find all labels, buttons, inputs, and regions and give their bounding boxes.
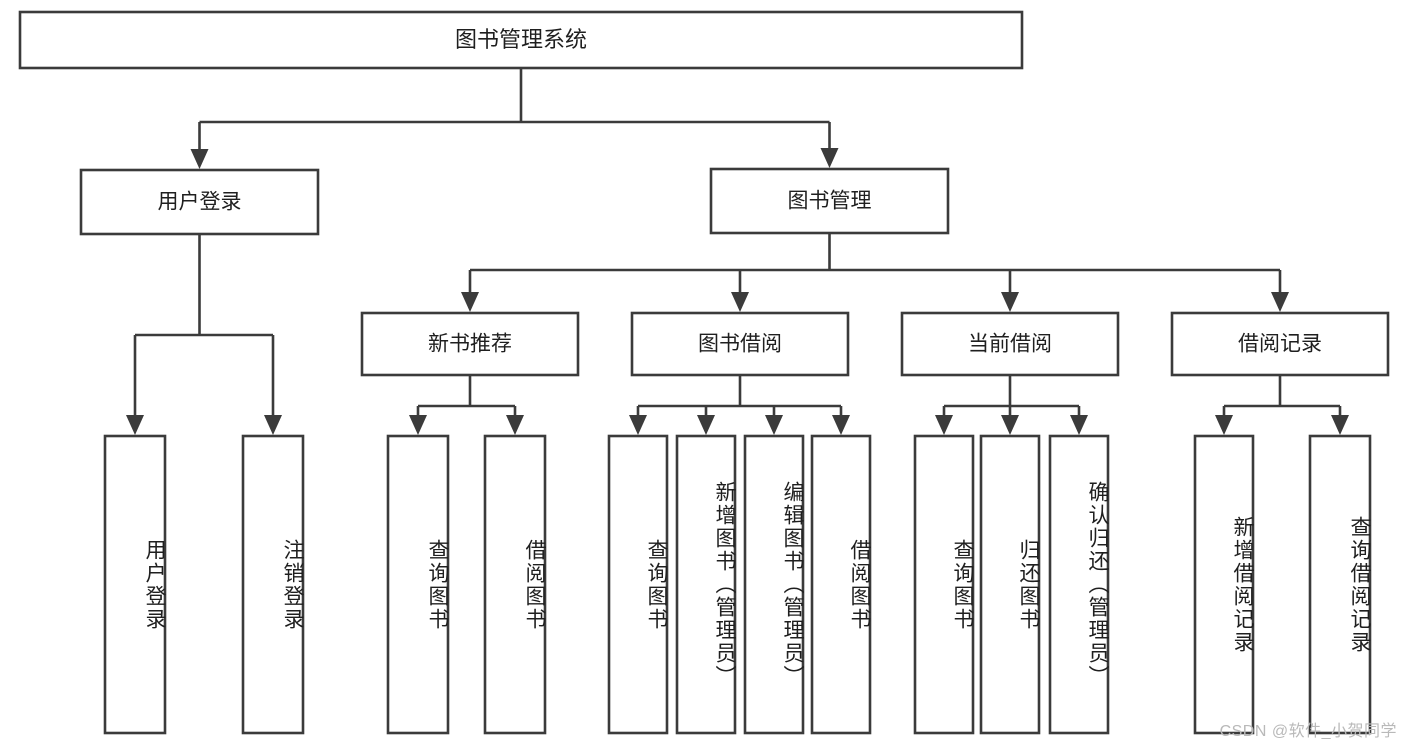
root-root-node[interactable]: 图书管理系统 (18, 10, 1024, 70)
arrow-head-icon (765, 415, 783, 435)
arrow-head-icon (820, 148, 839, 168)
level3-book-borrow-node[interactable]: 图书借阅 (630, 311, 850, 377)
leaf-leaf-query-book-2-box[interactable] (607, 434, 669, 735)
level3-current-borrow-label: 当前借阅 (968, 333, 1052, 356)
leaf-leaf-logout-box[interactable] (241, 434, 305, 735)
root-root-label: 图书管理系统 (455, 27, 587, 52)
arrow-head-icon (832, 415, 850, 435)
arrow-head-icon (461, 292, 479, 312)
arrow-head-icon (1070, 415, 1088, 435)
level2-book-manage-node[interactable]: 图书管理 (709, 167, 950, 235)
arrow-head-icon (697, 415, 715, 435)
arrow-head-icon (1331, 415, 1349, 435)
level2-book-manage-box[interactable] (709, 167, 950, 235)
arrow-head-icon (190, 149, 209, 169)
level3-book-borrow-box[interactable] (630, 311, 850, 377)
arrow-head-icon (629, 415, 647, 435)
arrow-head-icon (1001, 292, 1019, 312)
level3-new-book-recommend-node[interactable]: 新书推荐 (360, 311, 580, 377)
arrow-head-icon (126, 415, 144, 435)
arrow-head-icon (264, 415, 282, 435)
arrow-head-icon (506, 415, 524, 435)
arrow-head-icon (1001, 415, 1019, 435)
level3-new-book-recommend-box[interactable] (360, 311, 580, 377)
leaf-leaf-query-record-box[interactable] (1308, 434, 1372, 735)
leaf-leaf-query-book-1-box[interactable] (386, 434, 450, 735)
level3-current-borrow-box[interactable] (900, 311, 1120, 377)
watermark-text: CSDN @软件_小贺同学 (1219, 723, 1397, 740)
leaf-leaf-query-book-3-box[interactable] (913, 434, 975, 735)
level2-book-manage-label: 图书管理 (788, 190, 872, 213)
level3-book-borrow-label: 图书借阅 (698, 333, 782, 356)
leaf-leaf-add-book-box[interactable] (675, 434, 737, 735)
leaf-leaf-edit-book-box[interactable] (743, 434, 805, 735)
level2-user-login-node[interactable]: 用户登录 (79, 168, 320, 236)
leaf-leaf-add-record-box[interactable] (1193, 434, 1255, 735)
arrow-head-icon (1271, 292, 1289, 312)
level3-borrow-record-node[interactable]: 借阅记录 (1170, 311, 1390, 377)
leaf-leaf-confirm-return-box[interactable] (1048, 434, 1110, 735)
arrow-head-icon (1215, 415, 1233, 435)
level3-current-borrow-node[interactable]: 当前借阅 (900, 311, 1120, 377)
level3-borrow-record-box[interactable] (1170, 311, 1390, 377)
level3-new-book-recommend-label: 新书推荐 (428, 333, 512, 356)
arrow-head-icon (731, 292, 749, 312)
leaf-leaf-borrow-book-1-box[interactable] (483, 434, 547, 735)
level2-user-login-box[interactable] (79, 168, 320, 236)
connector-lines (126, 68, 1349, 435)
leaf-leaf-borrow-book-2-box[interactable] (810, 434, 872, 735)
level2-user-login-label: 用户登录 (158, 191, 242, 214)
arrow-head-icon (409, 415, 427, 435)
leaf-leaf-user-login-box[interactable] (103, 434, 167, 735)
arrow-head-icon (935, 415, 953, 435)
root-root-box[interactable] (18, 10, 1024, 70)
level3-borrow-record-label: 借阅记录 (1238, 333, 1322, 356)
leaf-leaf-return-book-box[interactable] (979, 434, 1041, 735)
